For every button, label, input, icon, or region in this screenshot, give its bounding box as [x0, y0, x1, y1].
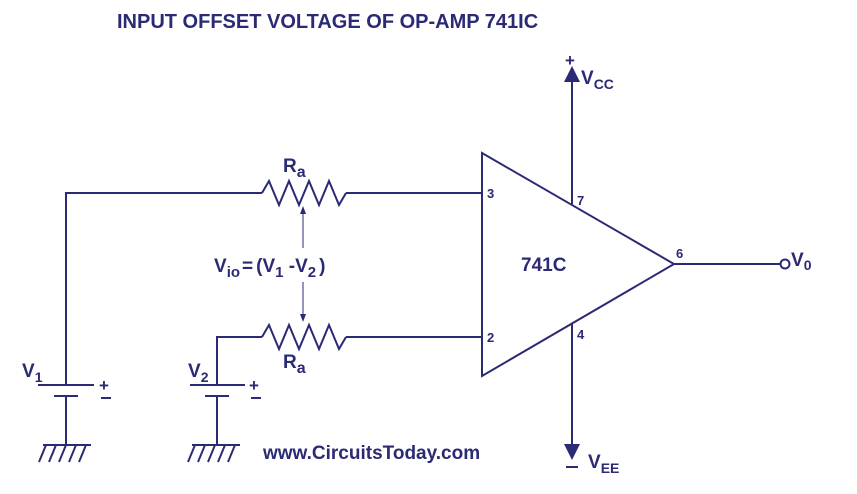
pin-7-label: 7	[577, 193, 584, 208]
resistor-bottom-label: Ra	[283, 352, 306, 377]
opamp-triangle	[481, 151, 676, 378]
vio-formula: Vio=(V1 -V2)	[214, 256, 325, 281]
resistor-top	[261, 178, 347, 208]
resistor-bottom	[261, 322, 347, 352]
output-terminal-icon	[779, 258, 791, 270]
pin-4-label: 4	[577, 327, 585, 342]
website-watermark: www.CircuitsToday.com	[262, 443, 480, 464]
battery-v2-label: V2	[188, 361, 209, 385]
battery-v1-label: V1	[22, 361, 43, 385]
vcc-label: VCC	[581, 68, 614, 92]
battery-v1-plus: +	[99, 376, 109, 395]
vcc-sign: +	[565, 51, 575, 70]
vee-label: VEE	[588, 452, 619, 476]
output-label: V0	[791, 250, 812, 273]
battery-v2-plus: +	[249, 376, 259, 395]
pin-6-label: 6	[676, 246, 683, 261]
bottom-input-wire	[216, 336, 262, 385]
opamp-label: 741C	[521, 255, 567, 276]
resistor-top-label: Ra	[283, 156, 306, 181]
vio-arrow-up-icon	[300, 206, 306, 214]
diagram-title: INPUT OFFSET VOLTAGE OF OP-AMP 741IC	[117, 11, 538, 33]
vee-arrow-icon	[564, 444, 580, 460]
pin-2-label: 2	[487, 330, 494, 345]
vcc-arrow-icon	[564, 66, 580, 82]
vio-arrow-down-icon	[300, 314, 306, 322]
ground-v1-icon	[38, 444, 91, 463]
top-input-wire	[65, 192, 262, 385]
pin-3-label: 3	[487, 186, 494, 201]
ground-v2-icon	[187, 444, 240, 463]
